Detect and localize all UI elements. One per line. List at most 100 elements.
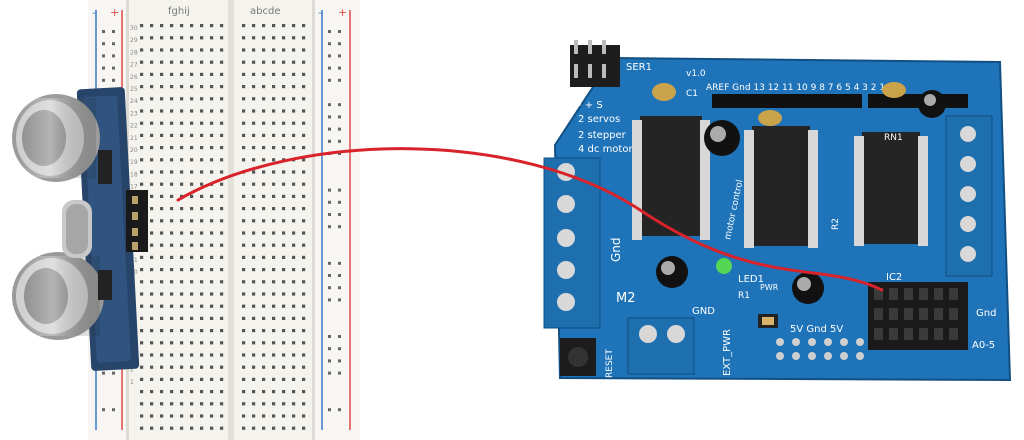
breadboard-hole [272,109,276,113]
breadboard-hole [150,48,154,52]
rail-hole [328,213,331,216]
breadboard-hole [140,341,144,345]
breadboard-hole [140,133,144,137]
breadboard-hole [170,133,174,137]
rail-hole [102,78,105,82]
breadboard-hole [220,60,224,64]
breadboard-hole [180,280,184,284]
rail-hole [328,127,331,131]
breadboard-hole [242,365,246,369]
breadboard-hole [170,60,174,64]
breadboard-hole [190,414,194,418]
rail-hole [338,347,341,351]
breadboard-hole [180,426,184,430]
breadboard-hole [200,243,204,247]
rail-hole [328,274,331,277]
solder-pad [840,352,848,360]
breadboard-hole [220,158,224,162]
breadboard-hole [160,158,164,162]
breadboard-hole [262,231,266,235]
breadboard-hole [252,268,256,272]
header-socket [889,308,898,320]
rail-hole [338,298,341,302]
breadboard-hole [242,194,246,198]
svg-text:+: + [110,6,119,19]
breadboard-hole [252,353,256,357]
gnd2-label: GND [692,306,715,317]
breadboard-hole [220,243,224,247]
breadboard-hole [210,48,214,52]
breadboard-hole [302,72,306,76]
rail-hole [338,200,341,204]
breadboard-hole [220,304,224,308]
row-number: 27 [130,62,138,69]
breadboard-hole [220,231,224,235]
breadboard-hole [160,146,164,150]
breadboard-hole [302,268,306,272]
breadboard-hole [210,390,214,394]
row-number: 17 [130,184,138,191]
breadboard-hole [302,48,306,52]
servo-header [570,40,620,87]
breadboard-hole [272,72,276,76]
breadboard-hole [160,414,164,418]
breadboard-hole [302,316,306,320]
breadboard-hole [170,341,174,345]
breadboard-hole [210,207,214,211]
breadboard-hole [302,182,306,186]
breadboard-hole [160,231,164,235]
breadboard-hole [180,36,184,40]
breadboard-hole [150,109,154,113]
solder-pad [776,352,784,360]
breadboard-hole [190,316,194,320]
legend-line4: 4 dc motor [578,144,633,155]
rail-hole [338,139,341,143]
breadboard-hole [302,170,306,174]
breadboard-hole [262,280,266,284]
breadboard-hole [282,426,286,430]
motor-shield: SER1 v1.0 AREF Gnd 13 12 11 10 9 8 7 6 5… [543,40,1012,382]
breadboard-hole [140,365,144,369]
breadboard-hole [180,182,184,186]
breadboard-hole [160,72,164,76]
breadboard-hole [220,182,224,186]
breadboard-hole [180,255,184,259]
breadboard-hole [282,72,286,76]
breadboard-hole [170,109,174,113]
svg-text:+: + [338,6,347,19]
breadboard-hole [252,219,256,223]
breadboard-hole [200,377,204,381]
breadboard-hole [292,219,296,223]
breadboard-hole [180,219,184,223]
rail-hole [338,225,341,229]
breadboard-hole [140,182,144,186]
ic-chip-3 [862,132,920,244]
breadboard-hole [170,182,174,186]
breadboard-hole [252,36,256,40]
breadboard-hole [160,316,164,320]
breadboard-hole [200,390,204,394]
terminal-block-right [945,115,993,277]
breadboard-hole [200,146,204,150]
breadboard-hole [170,121,174,125]
breadboard-hole [302,255,306,259]
breadboard-hole [210,146,214,150]
header-socket [949,328,958,340]
breadboard-hole [262,414,266,418]
breadboard-hole [140,109,144,113]
header-socket [874,308,883,320]
breadboard-hole [180,85,184,89]
breadboard-hole [282,24,286,28]
breadboard-hole [190,72,194,76]
breadboard-hole [160,36,164,40]
breadboard-hole [282,292,286,296]
breadboard-hole [242,243,246,247]
breadboard-hole [140,85,144,89]
breadboard-hole [180,109,184,113]
breadboard-hole [190,85,194,89]
breadboard-hole [170,24,174,28]
breadboard-hole [160,426,164,430]
solder-pad [856,352,864,360]
breadboard-hole [160,194,164,198]
breadboard-hole [150,329,154,333]
